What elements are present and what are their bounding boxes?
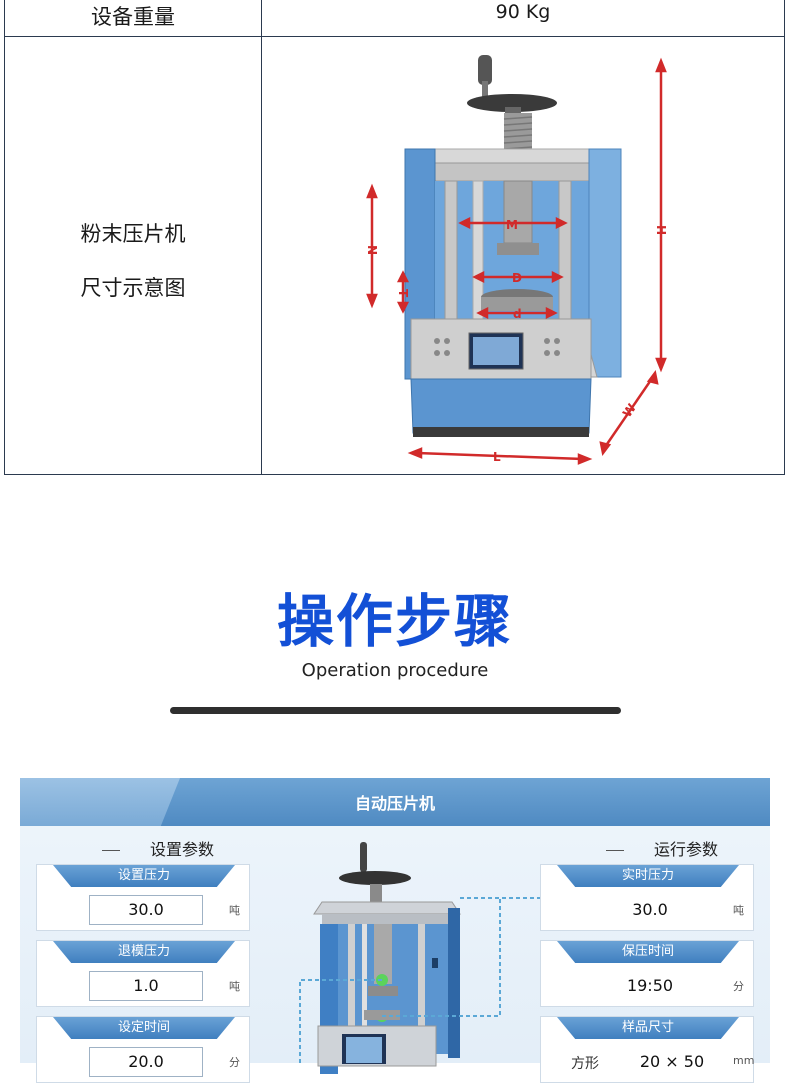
spec-table: 设备重量 90 Kg 粉末压片机 尺寸示意图	[4, 0, 785, 475]
press-machine-illustration	[313, 842, 461, 1074]
settings-group-label: 设置参数	[149, 840, 214, 859]
ui-header: 自动压片机	[20, 778, 770, 826]
param-set-time: 设定时间 20.0 分	[36, 1016, 250, 1083]
dim-w-label: W	[620, 401, 639, 420]
param-live-pressure-label: 实时压力	[557, 865, 739, 887]
set-time-input[interactable]: 20.0	[89, 1047, 203, 1077]
section-subtitle: Operation procedure	[301, 660, 489, 681]
dim-d-lower-label: d	[513, 307, 522, 321]
param-live-pressure: 实时压力 30.0 吨	[540, 864, 754, 931]
param-set-pressure: 设置压力 30.0 吨	[36, 864, 250, 931]
param-hold-time-label: 保压时间	[557, 941, 739, 963]
diagram-label-line1: 粉末压片机	[80, 222, 186, 246]
table-divider	[261, 0, 262, 474]
diagram-label-line2: 尺寸示意图	[80, 276, 186, 300]
section-title: 操作步骤	[277, 589, 513, 655]
set-pressure-unit: 吨	[229, 904, 240, 917]
dim-h-label: H	[654, 225, 668, 235]
param-hold-time: 保压时间 19:50 分	[540, 940, 754, 1007]
weight-label: 设备重量	[91, 5, 175, 29]
live-pressure-unit: 吨	[733, 904, 744, 917]
dim-n-label: N	[365, 245, 379, 255]
live-pressure-value: 30.0	[632, 900, 668, 919]
press-control-screen: 自动压片机 设置参数 设置压力 30.0 吨 退模压力 1.0 吨 设定时间 2…	[20, 778, 770, 1083]
dim-l-line	[416, 451, 584, 461]
param-demold-pressure-label: 退模压力	[53, 941, 235, 963]
press-dimension-diagram: H N T M D d L W	[365, 55, 668, 465]
runtime-group-label: 运行参数	[653, 840, 718, 859]
set-time-unit: 分	[229, 1056, 240, 1069]
dim-w-line	[603, 376, 655, 448]
machine-base	[410, 378, 592, 434]
dim-m-label: M	[506, 218, 518, 232]
dim-t-label: T	[396, 289, 410, 298]
param-demold-pressure: 退模压力 1.0 吨	[36, 940, 250, 1007]
demold-pressure-unit: 吨	[229, 980, 240, 993]
section-divider	[170, 707, 621, 714]
handwheel	[467, 94, 557, 112]
param-set-pressure-label: 设置压力	[53, 865, 235, 887]
body-right-panel	[588, 148, 622, 378]
dim-l-label: L	[493, 450, 501, 464]
param-sample-size-label: 样品尺寸	[557, 1017, 739, 1039]
sample-shape-label: 方形	[571, 1056, 599, 1072]
diagram-label: 粉末压片机 尺寸示意图	[5, 207, 261, 315]
weight-value: 90 Kg	[495, 1, 551, 23]
handle-grip	[478, 55, 492, 85]
param-sample-size: 样品尺寸 方形 20 × 50 mm	[540, 1016, 754, 1083]
spec-row-weight: 设备重量 90 Kg	[5, 0, 784, 37]
demold-pressure-input[interactable]: 1.0	[89, 971, 203, 1001]
hold-time-unit: 分	[733, 980, 744, 993]
ui-title: 自动压片机	[354, 794, 435, 813]
connector-lines	[299, 897, 540, 1063]
dim-d-upper-label: D	[512, 271, 522, 285]
sample-size-unit: mm	[733, 1054, 755, 1067]
ui-header-tab	[20, 778, 180, 826]
param-set-time-label: 设定时间	[53, 1017, 235, 1039]
hold-time-value: 19:50	[626, 976, 674, 995]
sample-size-value: 20 × 50	[639, 1052, 705, 1071]
set-pressure-input[interactable]: 30.0	[89, 895, 203, 925]
